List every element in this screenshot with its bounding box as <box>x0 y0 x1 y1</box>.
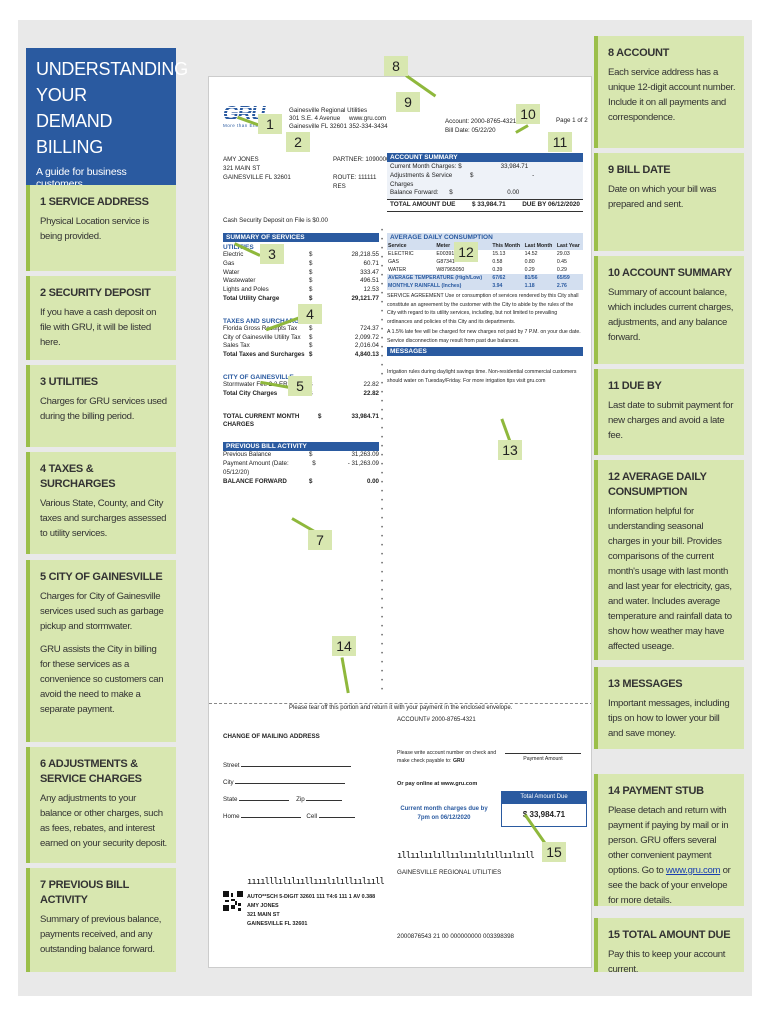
total-current-charges: TOTAL CURRENT MONTH CHARGES$33,984.71 <box>223 412 379 429</box>
account-summary-table: ACCOUNT SUMMARY Current Month Charges:$3… <box>387 153 583 212</box>
customer-address: AMY JONES 321 MAIN ST GAINESVILLE FL 326… <box>223 156 291 181</box>
summary-of-services: SUMMARY OF SERVICES UTILITIES Electric$2… <box>223 233 379 485</box>
scan-line: 2000876543 21 00 000000000 003398398 <box>397 933 514 940</box>
stub-total: $ 33,984.71 <box>501 803 587 827</box>
gru-link[interactable]: www.gru.com <box>665 865 721 876</box>
page-number: Page 1 of 2 <box>556 117 588 124</box>
payment-amount-box[interactable]: Payment Amount <box>505 753 581 762</box>
payable-note: Please write account number on check and… <box>397 750 497 764</box>
charge-row: Gas$60.71 <box>223 259 379 267</box>
stub-due: Current month charges due by 7pm on 06/1… <box>400 806 488 821</box>
section-service-address: 1 SERVICE ADDRESS Physical Location serv… <box>26 185 176 271</box>
mail-barcode: ıııılllılılııllııılılıllıılııll <box>247 877 385 887</box>
section-total-due: 15 TOTAL AMOUNT DUE Pay this to keep you… <box>594 918 744 975</box>
page-title: UNDERSTANDING YOUR DEMAND BILLING <box>36 59 188 157</box>
sample-bill: GRU More than Energy Gainesville Regiona… <box>208 76 592 968</box>
service-agreement: SERVICE AGREEMENT Use or consumption of … <box>387 293 579 325</box>
charge-row: Lights and Poles$12.53 <box>223 286 379 294</box>
callout-11: 11 <box>548 132 572 152</box>
section-adjustments: 6 ADJUSTMENTS & SERVICE CHARGES Any adju… <box>26 747 176 863</box>
mail-address-block: AUTO**SCH 5-DIGIT 32601 111 T4:6 111 1 A… <box>247 894 376 927</box>
change-of-address: CHANGE OF MAILING ADDRESS Street City St… <box>223 733 373 820</box>
callout-9: 9 <box>396 92 420 112</box>
deposit-note: Cash Security Deposit on File is $0.00 <box>223 217 328 224</box>
guide-page: UNDERSTANDING YOUR DEMAND BILLING A guid… <box>18 20 752 996</box>
qr-code <box>223 891 243 913</box>
total-due-label: Total Amount Due <box>501 791 587 803</box>
account-header: Account: 2000-8765-4321 Bill Date: 05/22… <box>445 118 517 134</box>
gru-logo: GRU More than Energy <box>223 104 283 128</box>
section-average-consumption: 12 AVERAGE DAILY CONSUMPTION Information… <box>594 460 744 660</box>
title-box: UNDERSTANDING YOUR DEMAND BILLING A guid… <box>26 48 188 198</box>
remit-barcode: ıllıılıılıllıılııılılıllıılııll <box>397 851 535 861</box>
charge-row: Wastewater$496.51 <box>223 277 379 285</box>
charge-row: Previous Balance$31,263.09 <box>223 451 379 459</box>
callout-7: 7 <box>308 530 332 550</box>
callout-4: 4 <box>298 304 322 324</box>
messages-text: Irrigation rules during daylight savings… <box>387 369 577 384</box>
section-bill-date: 9 BILL DATE Date on which your bill was … <box>594 153 744 251</box>
cell-phone-field[interactable] <box>318 817 355 818</box>
zip-field[interactable] <box>306 800 343 801</box>
city-field[interactable] <box>235 783 346 784</box>
partner-info: PARTNER: 1090000002 ROUTE: 111111 RES <box>333 156 400 190</box>
charge-row: Water$333.47 <box>223 268 379 276</box>
tear-note: Please tear off this portion and return … <box>289 705 513 711</box>
section-taxes: 4 TAXES & SURCHARGES Various State, Coun… <box>26 452 176 554</box>
charge-row: Electric$28,218.55 <box>223 251 379 258</box>
callout-14: 14 <box>332 636 356 656</box>
section-messages: 13 MESSAGES Important messages, includin… <box>594 667 744 749</box>
remit-name: GAINESVILLE REGIONAL UTILITIES <box>397 869 502 876</box>
callout-5: 5 <box>288 376 312 396</box>
section-security-deposit: 2 SECURITY DEPOSIT If you have a cash de… <box>26 276 176 360</box>
late-fee-note: A 1.5% late fee will be charged for new … <box>387 329 581 344</box>
section-account-summary: 10 ACCOUNT SUMMARY Summary of account ba… <box>594 256 744 364</box>
section-utilities: 3 UTILITIES Charges for GRU services use… <box>26 365 176 447</box>
pay-online: Or pay online at www.gru.com <box>397 781 478 787</box>
callout-13: 13 <box>498 440 522 460</box>
due-by: DUE BY 06/12/2020 <box>522 201 580 209</box>
total-amount-due-row: TOTAL AMOUNT DUE $ 33,984.71 DUE BY 06/1… <box>387 199 583 212</box>
callout-8: 8 <box>384 56 408 76</box>
charge-row: Sales Tax$2,016.04 <box>223 342 379 350</box>
callout-10: 10 <box>516 104 540 124</box>
callout-1: 1 <box>258 114 282 134</box>
home-phone-field[interactable] <box>241 817 302 818</box>
stub-account: ACCOUNT# 2000-8765-4321 <box>397 717 476 723</box>
callout-12: 12 <box>454 242 478 262</box>
charge-row: Florida Gross Receipts Tax$724.37 <box>223 324 379 332</box>
charge-row: City of Gainesville Utility Tax$2,099.72 <box>223 333 379 341</box>
section-previous: 7 PREVIOUS BILL ACTIVITY Summary of prev… <box>26 868 176 972</box>
section-city: 5 CITY OF GAINESVILLE Charges for City o… <box>26 560 176 742</box>
section-payment-stub: 14 PAYMENT STUB Please detach and return… <box>594 774 744 906</box>
callout-3: 3 <box>260 244 284 264</box>
section-account: 8 ACCOUNT Each service address has a uni… <box>594 36 744 148</box>
dot-divider: ••••••••••••••••••••••••••••••••••••••••… <box>381 228 384 693</box>
callout-15: 15 <box>542 842 566 862</box>
utility-contact: www.gru.com 352-334-3434 <box>349 115 388 130</box>
utility-address: Gainesville Regional Utilities 301 S.E. … <box>289 107 368 130</box>
charge-row: Payment Amount (Date: 05/12/20)$- 31,263… <box>223 459 379 476</box>
callout-2: 2 <box>286 132 310 152</box>
street-field[interactable] <box>241 766 352 767</box>
section-due-by: 11 DUE BY Last date to submit payment fo… <box>594 369 744 455</box>
state-field[interactable] <box>239 800 290 801</box>
